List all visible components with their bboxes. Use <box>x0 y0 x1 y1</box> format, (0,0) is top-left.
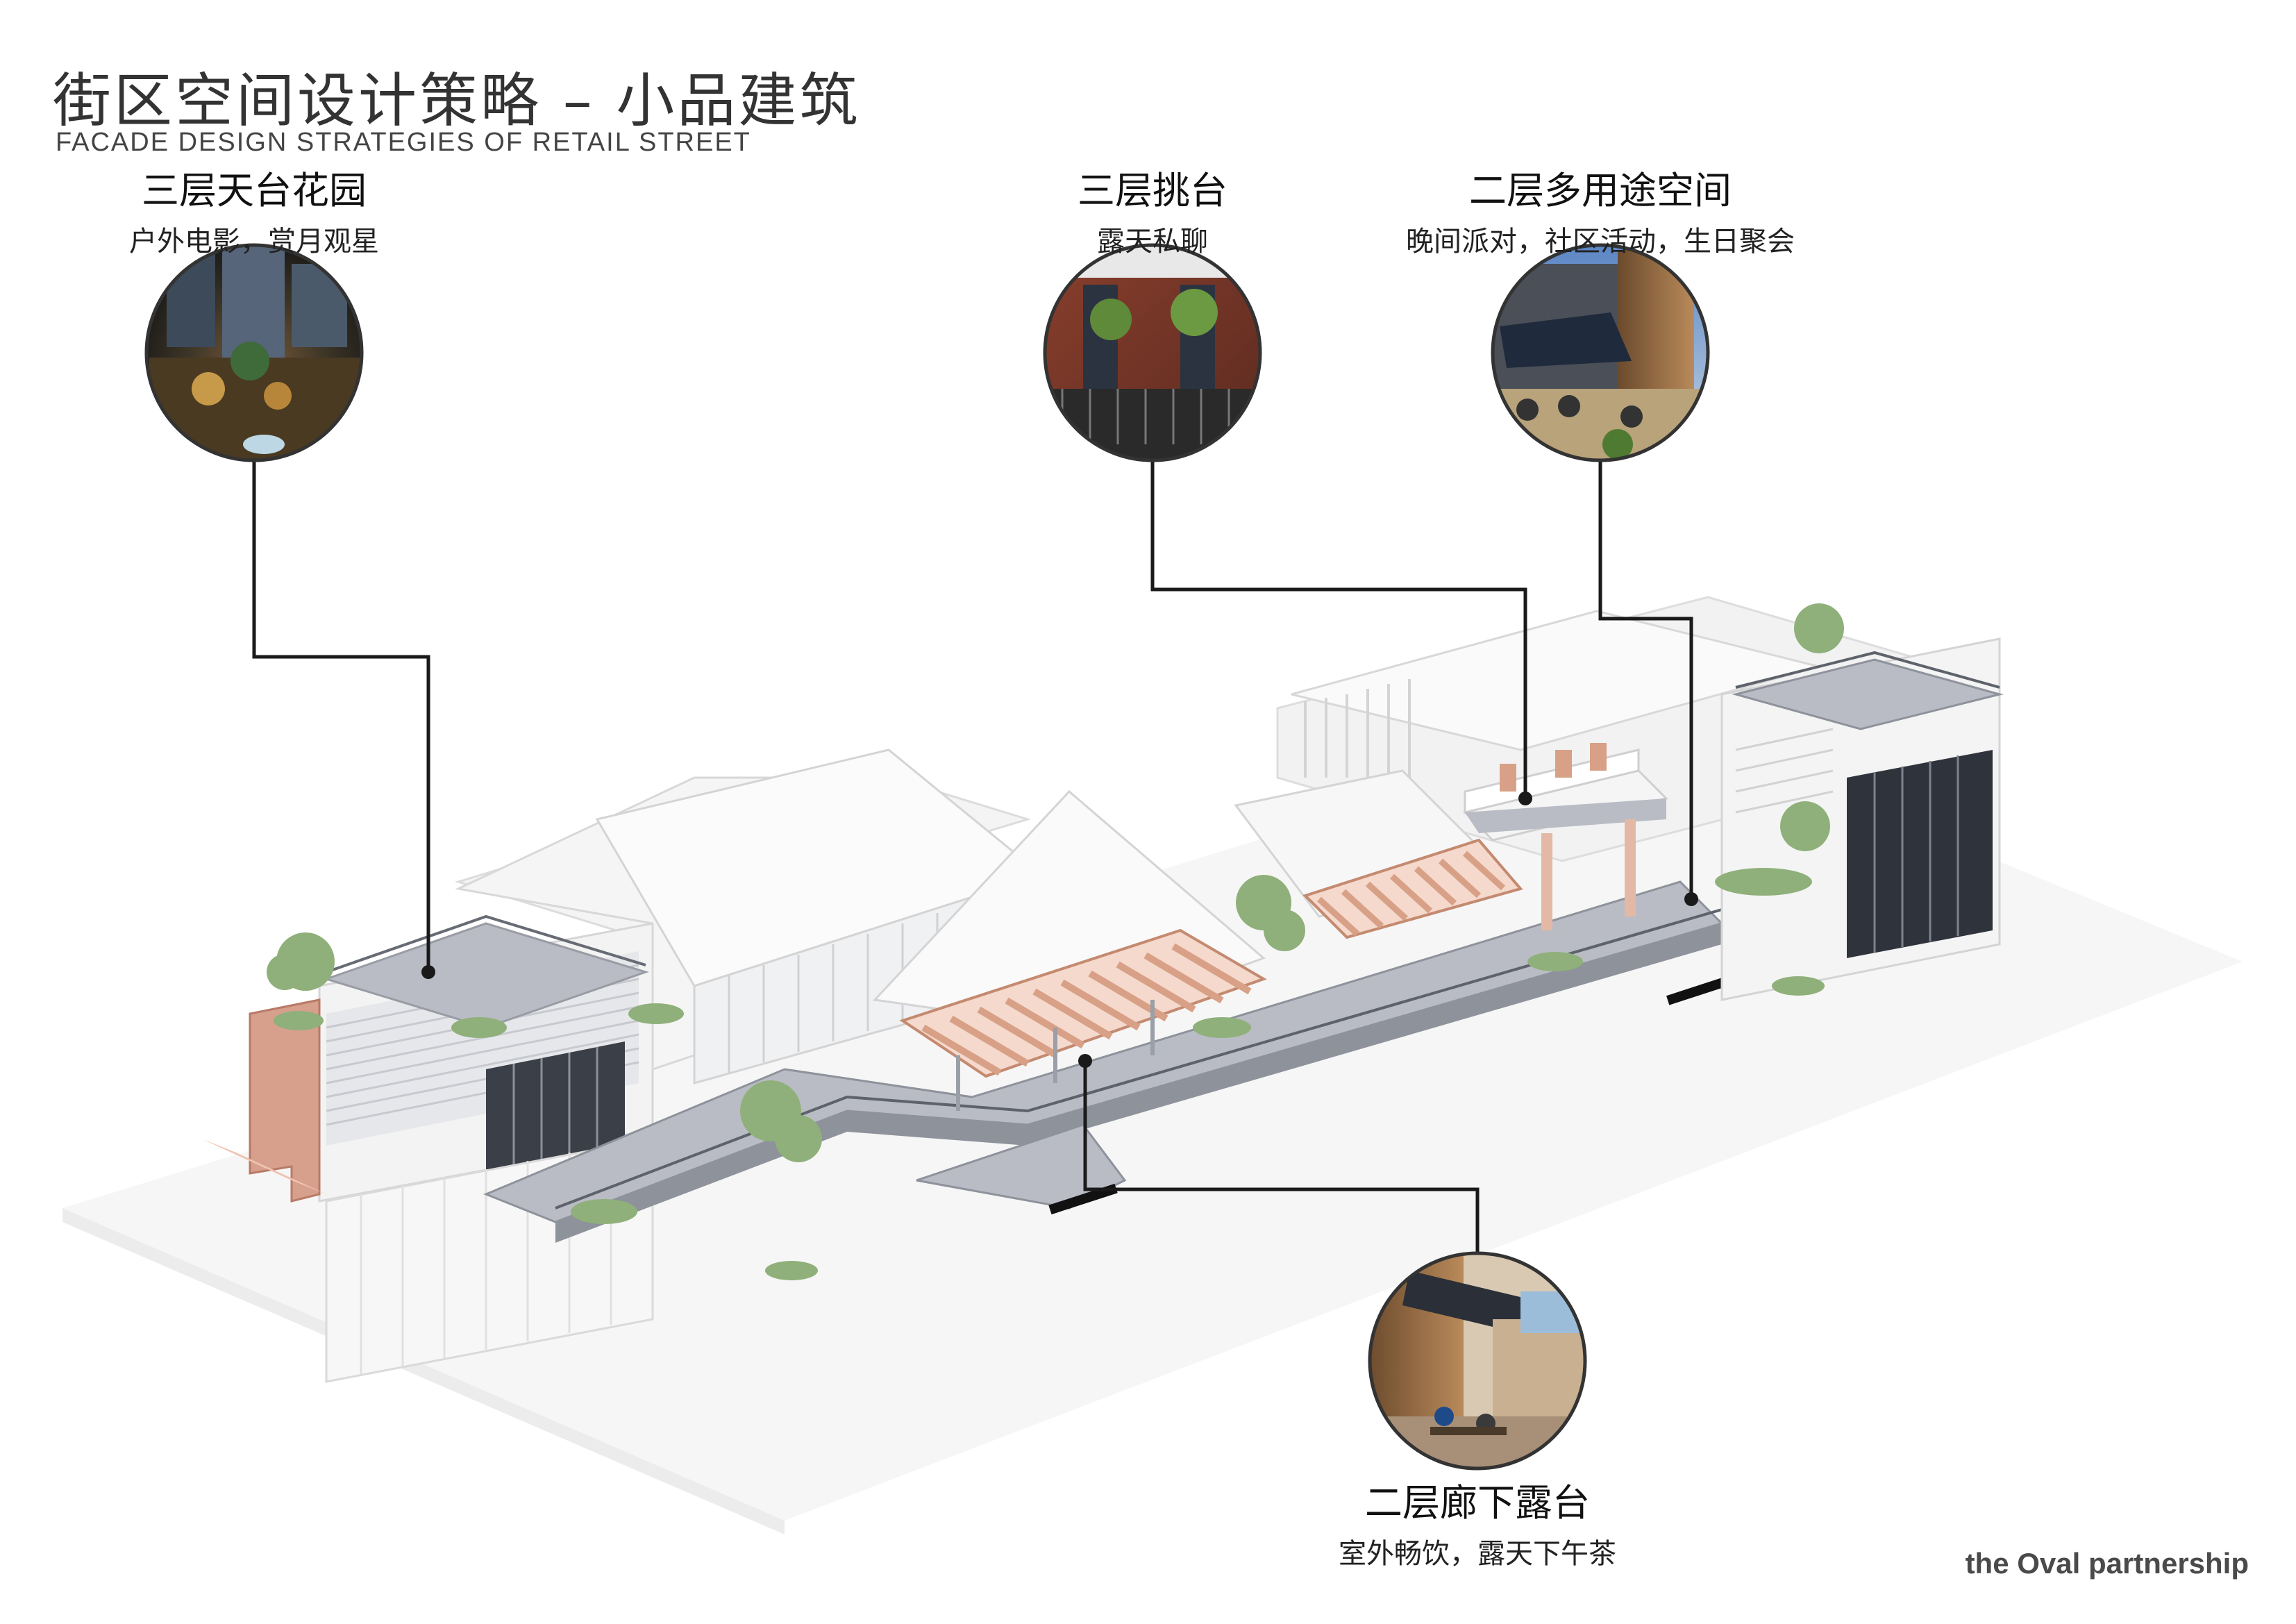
photo-roof-garden <box>144 243 364 462</box>
callout-title: 二层多用途空间 <box>1469 169 1732 212</box>
callout-title: 三层挑台 <box>1078 169 1227 212</box>
callout-desc: 室外畅饮，露天下午茶 <box>1339 1538 1616 1570</box>
cantilever-balcony <box>1463 743 1668 930</box>
callout-desc: 户外电影，赏月观星 <box>129 226 379 258</box>
greenery <box>267 603 1844 1280</box>
page-title: 街区空间设计策略 – 小品建筑 <box>53 67 861 135</box>
leader-endpoints <box>421 792 1698 1068</box>
left-building <box>201 914 654 1383</box>
leader-lines <box>252 460 1693 1253</box>
photo-covered-terrace <box>1368 1251 1587 1471</box>
callout-multipurpose: 二层多用途空间 晚间派对，社区活动，生日聚会 <box>1357 160 1843 259</box>
walkway-deck <box>483 880 1729 1243</box>
page-subtitle: FACADE DESIGN STRATEGIES OF RETAIL STREE… <box>56 128 751 157</box>
photo-multipurpose <box>1491 243 1710 462</box>
callout-covered-terrace: 二层廊下露台 室外畅饮，露天下午茶 <box>1269 1472 1686 1571</box>
photo-balcony <box>1043 243 1262 462</box>
callout-desc: 露天私聊 <box>1097 226 1208 258</box>
right-building <box>1720 637 2004 1001</box>
pergola-left <box>899 928 1267 1111</box>
callout-title: 三层天台花园 <box>142 169 367 212</box>
callout-roof-garden: 三层天台花园 户外电影，赏月观星 <box>81 160 428 259</box>
pergola-right <box>1302 838 1523 939</box>
callout-title: 二层廊下露台 <box>1365 1481 1590 1525</box>
callout-desc: 晚间派对，社区活动，生日聚会 <box>1406 226 1795 258</box>
callout-balcony: 三层挑台 露天私聊 <box>1014 160 1291 259</box>
brand-logo-text: the Oval partnership <box>1965 1547 2249 1580</box>
